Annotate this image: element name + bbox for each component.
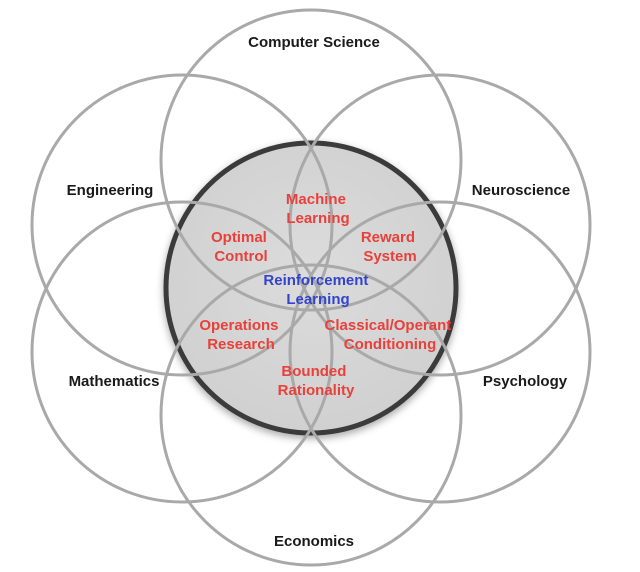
mathematics-label: Mathematics — [69, 373, 160, 390]
computer-science-label: Computer Science — [248, 34, 380, 51]
bounded-rationality-label: Bounded Rationality — [278, 363, 355, 399]
economics-circle — [159, 263, 463, 567]
engineering-circle — [30, 73, 334, 377]
optimal-control-label: Optimal Control — [211, 229, 271, 265]
mathematics-circle — [30, 200, 334, 504]
classical-operant-conditioning-label: Classical/Operant Conditioning — [325, 317, 456, 353]
operations-research-label: Operations Research — [199, 317, 282, 353]
reinforcement-learning-label: Reinforcement Learning — [263, 272, 372, 308]
core-circle — [163, 140, 459, 436]
psychology-label: Psychology — [483, 373, 568, 390]
engineering-label: Engineering — [67, 182, 154, 199]
reward-system-label: Reward System — [361, 229, 419, 265]
neuroscience-circle — [288, 73, 592, 377]
neuroscience-label: Neuroscience — [472, 182, 570, 199]
economics-label: Economics — [274, 533, 354, 550]
psychology-circle — [288, 200, 592, 504]
machine-learning-label: Machine Learning — [286, 191, 350, 227]
computer-science-circle — [159, 8, 463, 312]
